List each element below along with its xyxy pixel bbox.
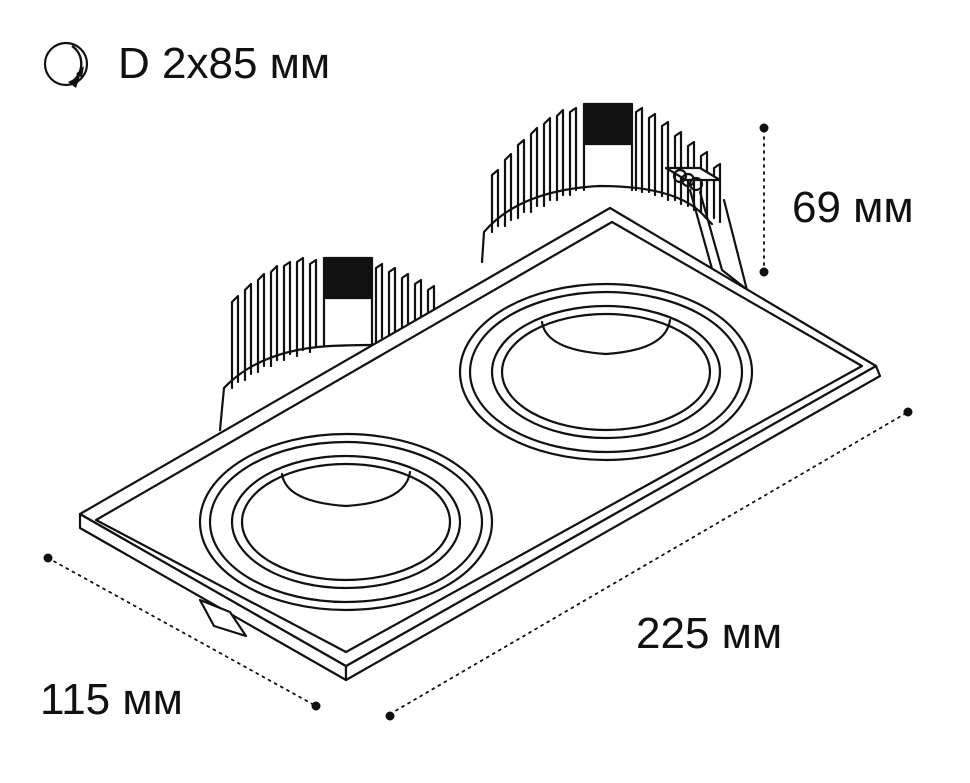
front-driver-block — [322, 256, 374, 300]
width-label: 115 мм — [40, 675, 183, 724]
diameter-icon — [43, 41, 89, 88]
back-reflector — [540, 318, 672, 356]
dimension-lines — [47, 129, 909, 715]
dimension-endpoints — [43, 123, 913, 721]
length-dim-line — [389, 411, 909, 715]
diameter-icon-inner-mark — [76, 66, 84, 78]
diameter-icon-circle — [43, 41, 89, 87]
diameter-label: D 2x85 мм — [118, 39, 331, 88]
trim-plate-inner-edge — [94, 220, 864, 654]
height-label: 69 мм — [792, 183, 914, 232]
front-reflector — [280, 470, 412, 508]
diameter-icon-arc-arrow — [71, 45, 83, 81]
front-spring-clip — [198, 598, 248, 638]
diameter-icon-arrowhead — [68, 76, 80, 88]
back-driver-block — [582, 102, 634, 146]
front-heatsink-fins — [230, 256, 436, 390]
length-label: 225 мм — [636, 609, 783, 658]
front-aperture — [198, 432, 494, 612]
back-aperture — [458, 282, 754, 462]
width-dim-line — [47, 557, 317, 707]
